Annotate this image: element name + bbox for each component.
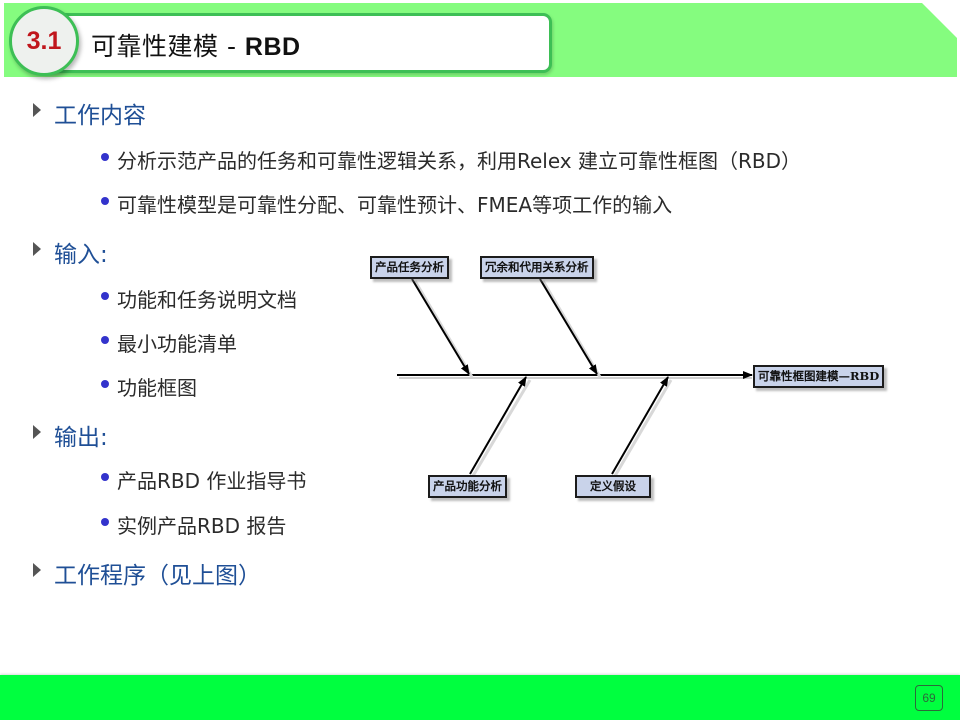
triangle-bullet-icon [33, 103, 41, 117]
section-heading-procedure: 工作程序（见上图） [33, 556, 261, 590]
bullet-dot-icon [101, 379, 109, 388]
list-item-text: 功能和任务说明文档 [117, 288, 297, 312]
list-item-text: 分析示范产品的任务和可靠性逻辑关系，利用Relex 建立可靠性框图（RBD） [117, 149, 802, 173]
page-title-cn: 可靠性建模 - [91, 32, 245, 61]
bone-bottom-2-shadow [613, 379, 673, 477]
section-heading-work-content: 工作内容 [33, 96, 146, 130]
list-item-text: 最小功能清单 [117, 332, 237, 356]
bone-top-1-shadow [413, 280, 474, 378]
section-heading-input: 输入: [33, 235, 108, 269]
section-heading-label: 工作程序（见上图） [54, 563, 261, 589]
bone-top-2 [539, 278, 598, 375]
page-number: 69 [915, 685, 943, 711]
page-title-en: RBD [244, 33, 301, 61]
cause-box-top-2: 冗余和代用关系分析 [480, 256, 594, 279]
bone-bottom-2 [611, 376, 669, 475]
effect-box: 可靠性框图建模—RBD [753, 365, 885, 388]
bullet-dot-icon [101, 517, 109, 526]
triangle-bullet-icon [33, 425, 41, 439]
cause-box-top-1: 产品任务分析 [370, 256, 449, 279]
triangle-bullet-icon [33, 563, 41, 577]
bullet-dot-icon [101, 152, 109, 161]
section-number: 3.1 [26, 26, 62, 55]
list-item: 功能框图 [101, 372, 197, 401]
cause-box-bottom-1: 产品功能分析 [428, 475, 507, 498]
bone-top-2-shadow [541, 280, 602, 378]
bullet-dot-icon [101, 196, 109, 205]
list-item-text: 实例产品RBD 报告 [117, 514, 287, 538]
title-box [38, 13, 552, 73]
list-item: 分析示范产品的任务和可靠性逻辑关系，利用Relex 建立可靠性框图（RBD） [101, 145, 801, 174]
bullet-dot-icon [101, 335, 109, 344]
list-item: 功能和任务说明文档 [101, 284, 297, 313]
triangle-bullet-icon [33, 242, 41, 256]
cause-box-bottom-2: 定义假设 [575, 475, 651, 498]
list-item: 实例产品RBD 报告 [101, 510, 286, 539]
list-item: 最小功能清单 [101, 328, 237, 357]
list-item: 产品RBD 作业指导书 [101, 465, 306, 494]
bone-bottom-1-shadow [471, 379, 532, 477]
page-title: 可靠性建模 - RBD [91, 27, 301, 63]
list-item: 可靠性模型是可靠性分配、可靠性预计、FMEA等项工作的输入 [101, 189, 672, 218]
bullet-dot-icon [101, 291, 109, 300]
section-heading-label: 工作内容 [54, 103, 146, 129]
section-heading-label: 输入: [54, 242, 108, 268]
footer-band [0, 675, 960, 720]
bullet-dot-icon [101, 472, 109, 481]
section-heading-output: 输出: [33, 418, 108, 452]
bone-bottom-1 [469, 376, 527, 475]
bone-top-1 [411, 278, 470, 375]
list-item-text: 产品RBD 作业指导书 [117, 469, 307, 493]
list-item-text: 可靠性模型是可靠性分配、可靠性预计、FMEA等项工作的输入 [117, 193, 673, 217]
section-number-badge: 3.1 [9, 6, 79, 76]
section-heading-label: 输出: [54, 425, 108, 451]
list-item-text: 功能框图 [117, 376, 197, 400]
